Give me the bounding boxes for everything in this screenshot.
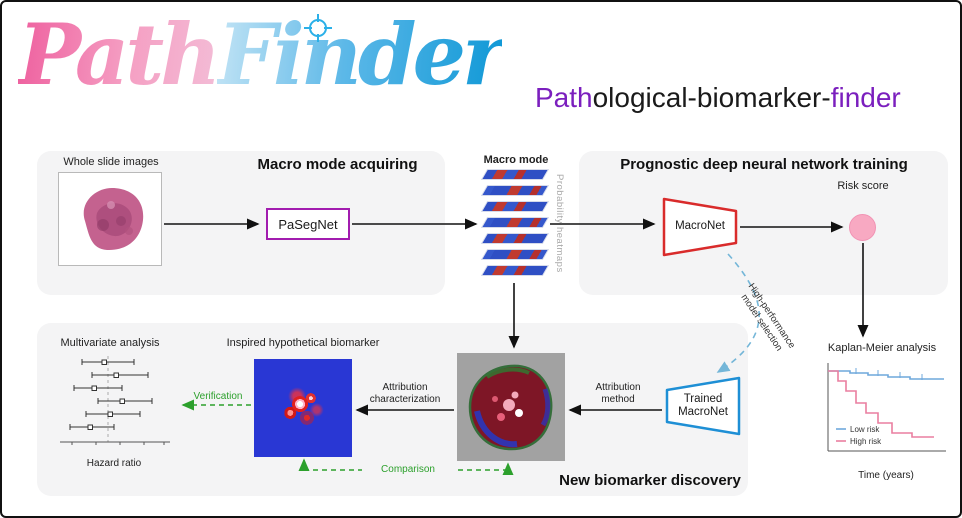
km-legend-low: Low risk: [850, 425, 880, 434]
trained-macronet-shape: [665, 376, 741, 436]
heatmap-stack: [480, 169, 550, 281]
discovery-panel-title: New biomarker discovery: [559, 472, 741, 489]
trained-macronet-node: Trained MacroNet: [665, 376, 741, 436]
hazard-ratio-label: Hazard ratio: [86, 458, 142, 469]
pasegnet-label: PaSegNet: [278, 216, 338, 232]
attribution-char-line2: characterization: [369, 394, 441, 405]
comparison-label: Comparison: [381, 464, 435, 475]
crosshair-icon: [304, 14, 332, 42]
km-title: Kaplan-Meier analysis: [827, 342, 937, 354]
macronet-node: MacroNet: [662, 197, 738, 257]
attribution-method-line1: Attribution: [595, 382, 641, 393]
trained-label-line1: Trained: [683, 392, 723, 405]
heatmap-slice: [480, 233, 550, 244]
risk-score-node: [849, 214, 876, 241]
attribution-method-line2: method: [601, 394, 635, 405]
forest-plot: [60, 356, 170, 445]
hypothetical-biomarker-image: [254, 359, 352, 457]
macro-mode-label: Macro mode: [483, 154, 549, 166]
heatmap-slice: [480, 201, 550, 212]
probability-heatmaps-label: Probability heatmaps: [554, 174, 565, 273]
risk-score-label: Risk score: [837, 180, 889, 192]
km-legend-high: High risk: [850, 437, 882, 446]
heatmap-slice: [480, 169, 550, 180]
verification-label: Verification: [193, 391, 243, 402]
heatmap-slice: [480, 265, 550, 276]
pasegnet-box: PaSegNet: [266, 208, 350, 240]
attribution-char-line1: Attribution: [382, 382, 428, 393]
heatmap-slice: [480, 249, 550, 260]
tissue-thumbnail: [83, 188, 144, 251]
multivariate-label: Multivariate analysis: [60, 337, 160, 349]
logo-path-text: Path: [18, 5, 221, 104]
whole-slide-image: [58, 172, 162, 266]
subtitle-path: Path: [535, 82, 593, 113]
wsi-label: Whole slide images: [63, 156, 159, 168]
macronet-label-text: MacroNet: [675, 220, 725, 233]
trained-macronet-label: Trained MacroNet: [665, 376, 741, 436]
prognostic-panel-title: Prognostic deep neural network training: [620, 156, 908, 173]
figure-subtitle: Pathological-biomarker-finder: [535, 82, 901, 114]
heatmap-slice: [480, 185, 550, 196]
macronet-label: MacroNet: [662, 197, 738, 257]
heatmap-slice: [480, 217, 550, 228]
macro-panel-title: Macro mode acquiring: [257, 156, 418, 173]
trained-label-line2: MacroNet: [678, 406, 728, 418]
inspired-biomarker-label: Inspired hypothetical biomarker: [226, 337, 380, 349]
macronet-shape: [662, 197, 738, 257]
kaplan-meier-plot: Low risk High risk: [827, 363, 946, 452]
attribution-map-image: [457, 353, 565, 461]
km-xlabel: Time (years): [858, 470, 914, 481]
subtitle-middle: ological-biomarker-: [592, 82, 831, 113]
attribution-method-label: Attribution method: [574, 382, 662, 406]
logo-finder-text: Finder: [217, 5, 506, 104]
attribution-characterization-label: Attribution characterization: [357, 382, 453, 406]
prognostic-panel: [579, 151, 948, 295]
attribution-map-drawing: [468, 364, 553, 451]
subtitle-finder: finder: [830, 82, 901, 113]
pathfinder-logo: PathFinder: [18, 2, 506, 111]
